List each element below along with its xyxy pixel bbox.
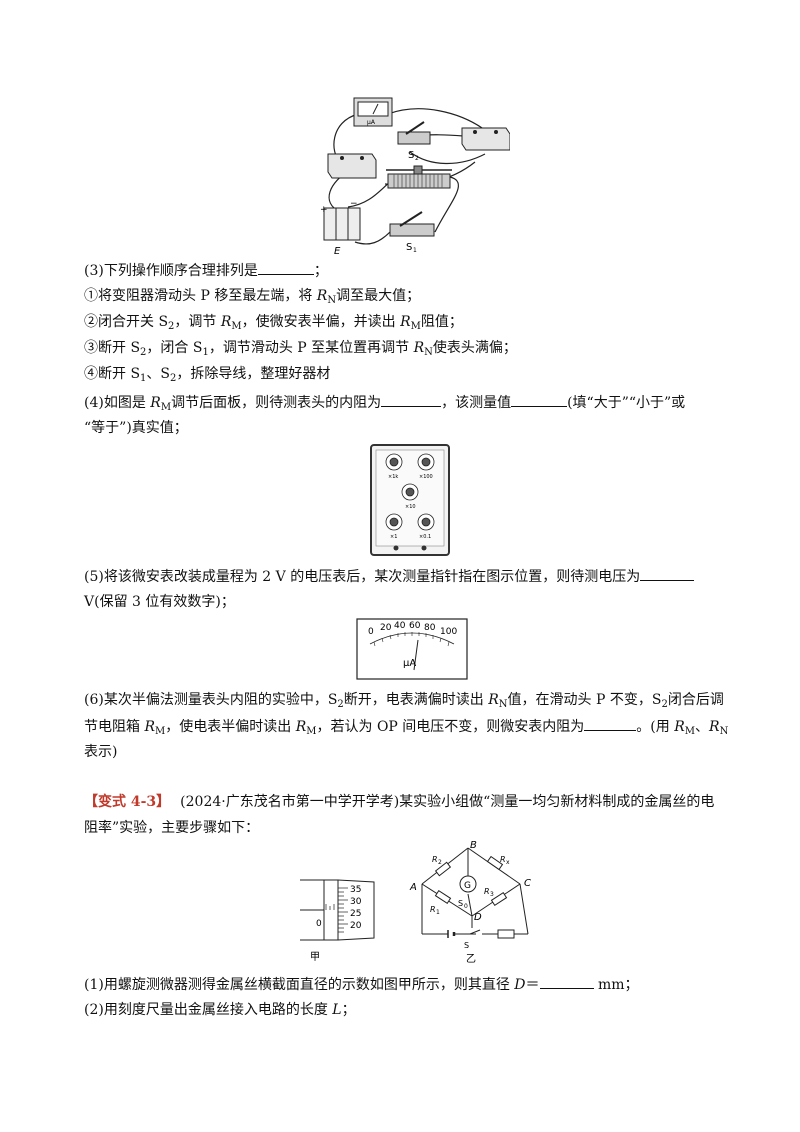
svg-text:S: S — [458, 899, 463, 908]
svg-text:R: R — [500, 855, 506, 864]
variant-line-2: 阻率”实验，主要步骤如下： — [84, 820, 260, 836]
meter-unit: μA — [403, 658, 416, 669]
q5-line-1: (5)将该微安表改装成量程为 2 V 的电压表后，某次测量指针指在图示位置，则待… — [84, 566, 695, 587]
svg-text:R: R — [430, 905, 436, 914]
svg-text:0: 0 — [316, 919, 322, 929]
resistance-box-panel: ×1k ×100 ×10 ×1 ×0.1 — [370, 444, 450, 556]
dial-label-0.1: ×0.1 — [419, 534, 431, 540]
svg-text:R: R — [432, 855, 438, 864]
q3-prompt: (3)下列操作顺序合理排列是； — [84, 260, 328, 281]
tick-40: 40 — [394, 621, 406, 631]
svg-text:1: 1 — [413, 247, 417, 254]
q4-line-2: “等于”)真实值； — [84, 420, 188, 436]
tick-60: 60 — [409, 621, 421, 631]
dial-label-1: ×1 — [390, 534, 397, 540]
svg-text:S: S — [406, 242, 412, 253]
svg-text:R: R — [484, 887, 490, 896]
q3-step-2: ②闭合开关 S2，调节 RM，使微安表半偏，并读出 RM阻值； — [84, 314, 463, 332]
dial-label-100: ×100 — [419, 474, 433, 480]
q5-line-2: V(保留 3 位有效数字)； — [84, 594, 235, 610]
svg-text:35: 35 — [350, 885, 361, 895]
svg-text:S: S — [464, 941, 469, 950]
svg-text:C: C — [524, 878, 531, 889]
q6-line-2: 节电阻箱 RM，使电表半偏时读出 RM，若认为 OP 间电压不变，则微安表内阻为… — [84, 716, 728, 742]
svg-text:20: 20 — [350, 921, 362, 931]
q3-step-3: ③断开 S2，闭合 S1，调节滑动头 P 至某位置再调节 RN使表头满偏； — [84, 340, 517, 358]
q6-line-1: (6)某次半偏法测量表头内阻的实验中，S2断开，电表满偏时读出 RN值，在滑动头… — [84, 692, 724, 710]
tick-20: 20 — [380, 623, 392, 633]
svg-text:E: E — [334, 246, 341, 257]
svg-text:−: − — [350, 199, 358, 209]
microammeter-icon: μA — [353, 97, 393, 127]
dial-label-10: ×10 — [405, 504, 416, 510]
q4-line-1: (4)如图是 RM调节后面板，则待测表头的内阻为，该测量值(填“大于”“小于”或 — [84, 392, 685, 418]
q6-line-3: 表示) — [84, 744, 118, 760]
variant-line-1: 【变式 4-3】(2024·广东茂名市第一中学开学考)某实验小组做“测量一均匀新… — [84, 794, 715, 810]
tick-80: 80 — [424, 623, 436, 633]
svg-text:x: x — [506, 859, 510, 866]
variant-tag: 【变式 4-3】 — [84, 794, 171, 810]
svg-text:2: 2 — [415, 155, 419, 162]
resistance-box-left-icon — [327, 153, 377, 179]
caption-jia: 甲 — [310, 952, 320, 963]
svg-text:1: 1 — [436, 909, 440, 916]
rheostat-icon — [386, 165, 452, 189]
svg-text:2: 2 — [438, 859, 442, 866]
svg-text:B: B — [470, 840, 477, 851]
caption-yi: 乙 — [466, 953, 476, 965]
dial-label-1k: ×1k — [388, 474, 398, 480]
svg-text:D: D — [474, 912, 482, 923]
switch-s2-icon: S 2 — [397, 121, 431, 162]
svg-text:+: + — [320, 205, 328, 215]
q2-line: (2)用刻度尺量出金属丝接入电路的长度 L； — [84, 1002, 356, 1018]
svg-text:0: 0 — [464, 903, 468, 910]
q1-line: (1)用螺旋测微器测得金属丝横截面直径的示数如图甲所示，则其直径 D＝ mm； — [84, 974, 639, 995]
svg-text:A: A — [409, 882, 417, 893]
q3-step-4: ④断开 S1、S2，拆除导线，整理好器材 — [84, 366, 331, 384]
switch-s1-icon: S 1 — [389, 211, 435, 254]
tick-100: 100 — [440, 627, 457, 637]
svg-text:μA: μA — [367, 119, 376, 126]
microammeter-face: 0 20 40 60 80 100 μA — [356, 618, 468, 680]
battery-icon: + − E — [320, 199, 361, 257]
svg-text:25: 25 — [350, 909, 361, 919]
svg-text:3: 3 — [490, 891, 494, 898]
micrometer-figure: 35 30 25 20 0 甲 — [300, 879, 375, 963]
svg-text:30: 30 — [350, 897, 362, 907]
circuit-diagram: μA S 2 — [320, 97, 510, 257]
tick-0: 0 — [368, 627, 374, 637]
resistance-box-right-icon — [461, 127, 510, 151]
q3-step-1: ①将变阻器滑动头 P 移至最左端，将 RN调至最大值； — [84, 288, 421, 306]
svg-text:S: S — [408, 150, 414, 161]
galvanometer-label: G — [464, 881, 471, 891]
